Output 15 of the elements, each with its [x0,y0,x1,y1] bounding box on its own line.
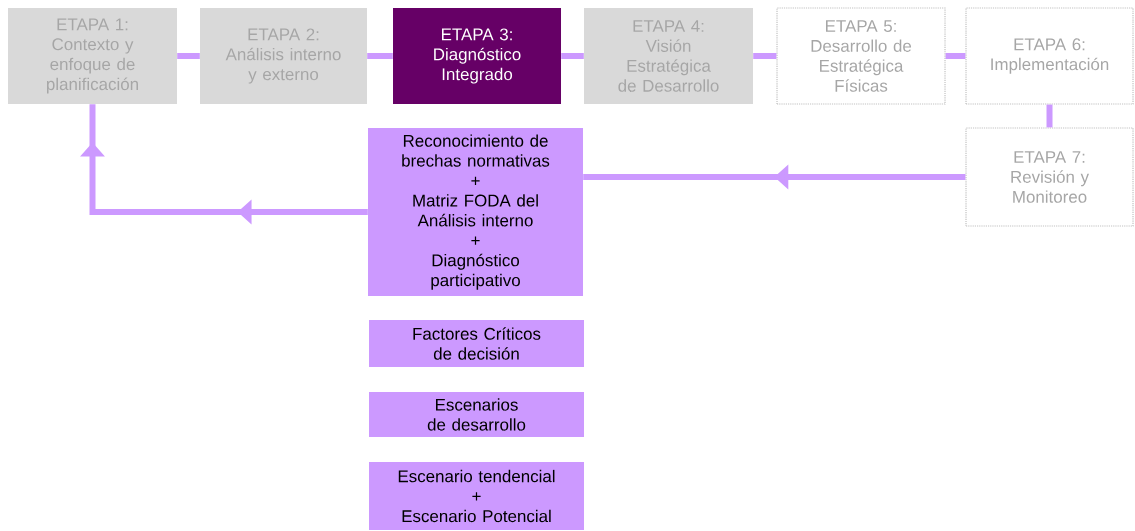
connector-line [367,53,393,59]
connector-line [945,53,966,59]
arrow [80,104,368,225]
process-box: Factores Críticos de decisión [369,320,584,367]
process-box: ETAPA 3: Diagnóstico Integrado [393,8,561,104]
connector-line [753,53,777,59]
process-box: ETAPA 7: Revisión y Monitoreo [965,127,1134,227]
process-box: Escenarios de desarrollo [369,392,584,437]
process-box: ETAPA 6: Implementación [965,7,1134,105]
connector-line [177,53,200,59]
connector-line [561,53,584,59]
process-box: Escenario tendencial + Escenario Potencial [369,462,584,530]
connector-line [1046,104,1053,128]
process-box: ETAPA 5: Desarrollo de Estratégica Físicas [776,7,946,105]
process-box: Reconocimiento de brechas normativas + Matriz FODA del Análisis interno + Diagnóstico participativo [368,128,583,296]
